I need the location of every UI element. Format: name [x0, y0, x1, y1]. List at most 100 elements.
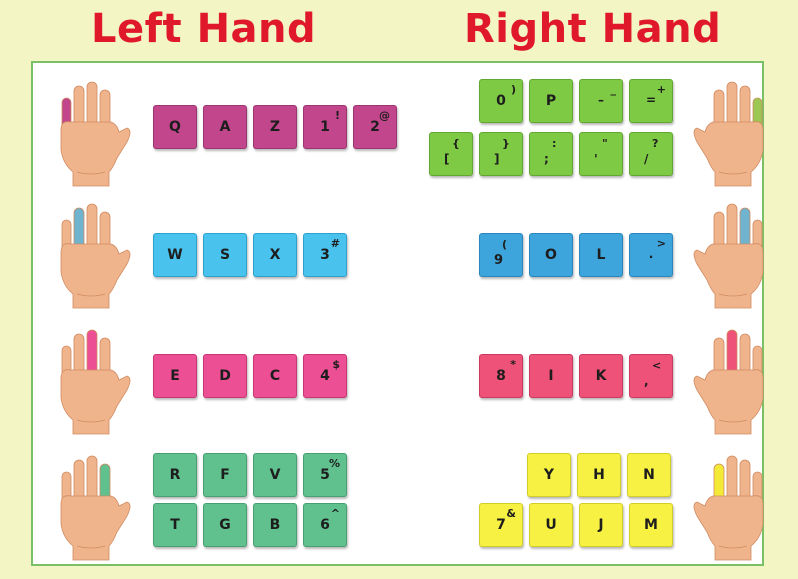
key-right-pinky-row2-2: ;:: [529, 132, 573, 176]
key-main-label: 8: [496, 368, 506, 384]
right-hand-pinky-icon: [693, 72, 769, 188]
key-main-label: M: [644, 517, 658, 533]
left-hand-index-icon: [55, 446, 131, 562]
key-right-index-row1-2: N: [627, 453, 671, 497]
key-right-pinky-row1-0: 0): [479, 79, 523, 123]
key-main-label: T: [170, 517, 180, 533]
key-right-index-row2-0: 7&: [479, 503, 523, 547]
key-main-label: /: [644, 152, 649, 166]
key-right-index-row1-0: Y: [527, 453, 571, 497]
right-hand-middle-icon: [693, 320, 769, 436]
key-main-label: A: [219, 119, 231, 135]
key-main-label: R: [169, 467, 181, 483]
key-main-label: ]: [494, 152, 500, 166]
right-hand-ring-icon: [693, 194, 769, 310]
key-right-pinky-row1-3: =+: [629, 79, 673, 123]
key-left-ring-3: 3#: [303, 233, 347, 277]
key-left-middle-2: C: [253, 354, 297, 398]
key-right-middle-0: 8*: [479, 354, 523, 398]
key-right-index-row2-3: M: [629, 503, 673, 547]
key-shift-label: :: [552, 137, 557, 150]
key-main-label: –: [598, 93, 604, 107]
key-left-index-row1-3: 5%: [303, 453, 347, 497]
key-left-index-row1-1: F: [203, 453, 247, 497]
key-right-pinky-row2-3: '": [579, 132, 623, 176]
key-right-middle-3: ,<: [629, 354, 673, 398]
key-shift-label: ?: [652, 137, 659, 150]
key-main-label: J: [598, 517, 604, 533]
key-shift-label: ): [510, 83, 516, 96]
key-main-label: ,: [644, 374, 649, 388]
right-hand-index-icon: [693, 446, 769, 562]
key-left-pinky-3: 1!: [303, 105, 347, 149]
key-main-label: 4: [320, 368, 330, 384]
key-left-index-row2-0: T: [153, 503, 197, 547]
key-shift-label: _: [610, 83, 617, 96]
key-left-pinky-0: Q: [153, 105, 197, 149]
key-main-label: X: [269, 247, 281, 263]
key-main-label: C: [269, 368, 281, 384]
key-main-label: 9: [494, 253, 504, 268]
key-main-label: Y: [543, 467, 555, 483]
key-right-pinky-row1-1: P: [529, 79, 573, 123]
key-main-label: H: [593, 467, 605, 483]
key-shift-label: ^: [330, 507, 340, 520]
key-main-label: 3: [320, 247, 330, 263]
key-right-index-row1-1: H: [577, 453, 621, 497]
key-right-middle-1: I: [529, 354, 573, 398]
key-main-label: V: [269, 467, 281, 483]
key-right-middle-2: K: [579, 354, 623, 398]
key-shift-label: }: [502, 137, 510, 150]
key-main-label: 5: [320, 467, 330, 483]
key-main-label: 6: [320, 517, 330, 533]
key-shift-label: &: [506, 507, 516, 520]
key-left-ring-1: S: [203, 233, 247, 277]
left-hand-title: Left Hand: [91, 6, 317, 52]
key-main-label: D: [219, 368, 231, 384]
key-left-index-row1-0: R: [153, 453, 197, 497]
key-main-label: 0: [496, 93, 506, 109]
key-left-middle-0: E: [153, 354, 197, 398]
key-shift-label: !: [334, 109, 340, 122]
key-main-label: Z: [269, 119, 281, 135]
key-shift-label: ": [602, 137, 608, 150]
key-shift-label: $: [332, 358, 340, 371]
key-shift-label: <: [652, 359, 662, 372]
key-main-label: F: [220, 467, 230, 483]
key-left-middle-1: D: [203, 354, 247, 398]
key-main-label: S: [219, 247, 231, 263]
key-right-ring-1: O: [529, 233, 573, 277]
key-main-label: G: [219, 517, 231, 533]
key-left-ring-0: W: [153, 233, 197, 277]
key-shift-label: +: [656, 83, 666, 96]
key-main-label: 1: [320, 119, 330, 135]
key-left-index-row2-2: B: [253, 503, 297, 547]
key-main-label: 2: [370, 119, 380, 135]
key-main-label: Q: [169, 119, 181, 135]
key-left-index-row1-2: V: [253, 453, 297, 497]
key-right-ring-0: 9(: [479, 233, 523, 277]
key-main-label: W: [167, 247, 183, 263]
key-main-label: ': [594, 152, 598, 166]
key-shift-label: >: [656, 237, 666, 250]
key-main-label: [: [444, 152, 450, 166]
key-right-pinky-row2-0: [{: [429, 132, 473, 176]
key-shift-label: *: [510, 358, 516, 371]
key-shift-label: (: [502, 238, 508, 251]
key-main-label: P: [545, 93, 557, 109]
key-left-pinky-4: 2@: [353, 105, 397, 149]
key-shift-label: @: [379, 109, 390, 122]
key-main-label: ;: [544, 152, 549, 166]
left-hand-middle-icon: [55, 320, 131, 436]
key-right-ring-2: L: [579, 233, 623, 277]
key-main-label: =: [645, 93, 657, 107]
left-hand-ring-icon: [55, 194, 131, 310]
key-left-ring-2: X: [253, 233, 297, 277]
key-left-middle-3: 4$: [303, 354, 347, 398]
key-main-label: B: [269, 517, 281, 533]
key-main-label: E: [170, 368, 180, 384]
key-main-label: L: [596, 247, 606, 263]
key-main-label: I: [548, 368, 554, 384]
key-right-ring-3: .>: [629, 233, 673, 277]
right-hand-title: Right Hand: [464, 6, 722, 52]
